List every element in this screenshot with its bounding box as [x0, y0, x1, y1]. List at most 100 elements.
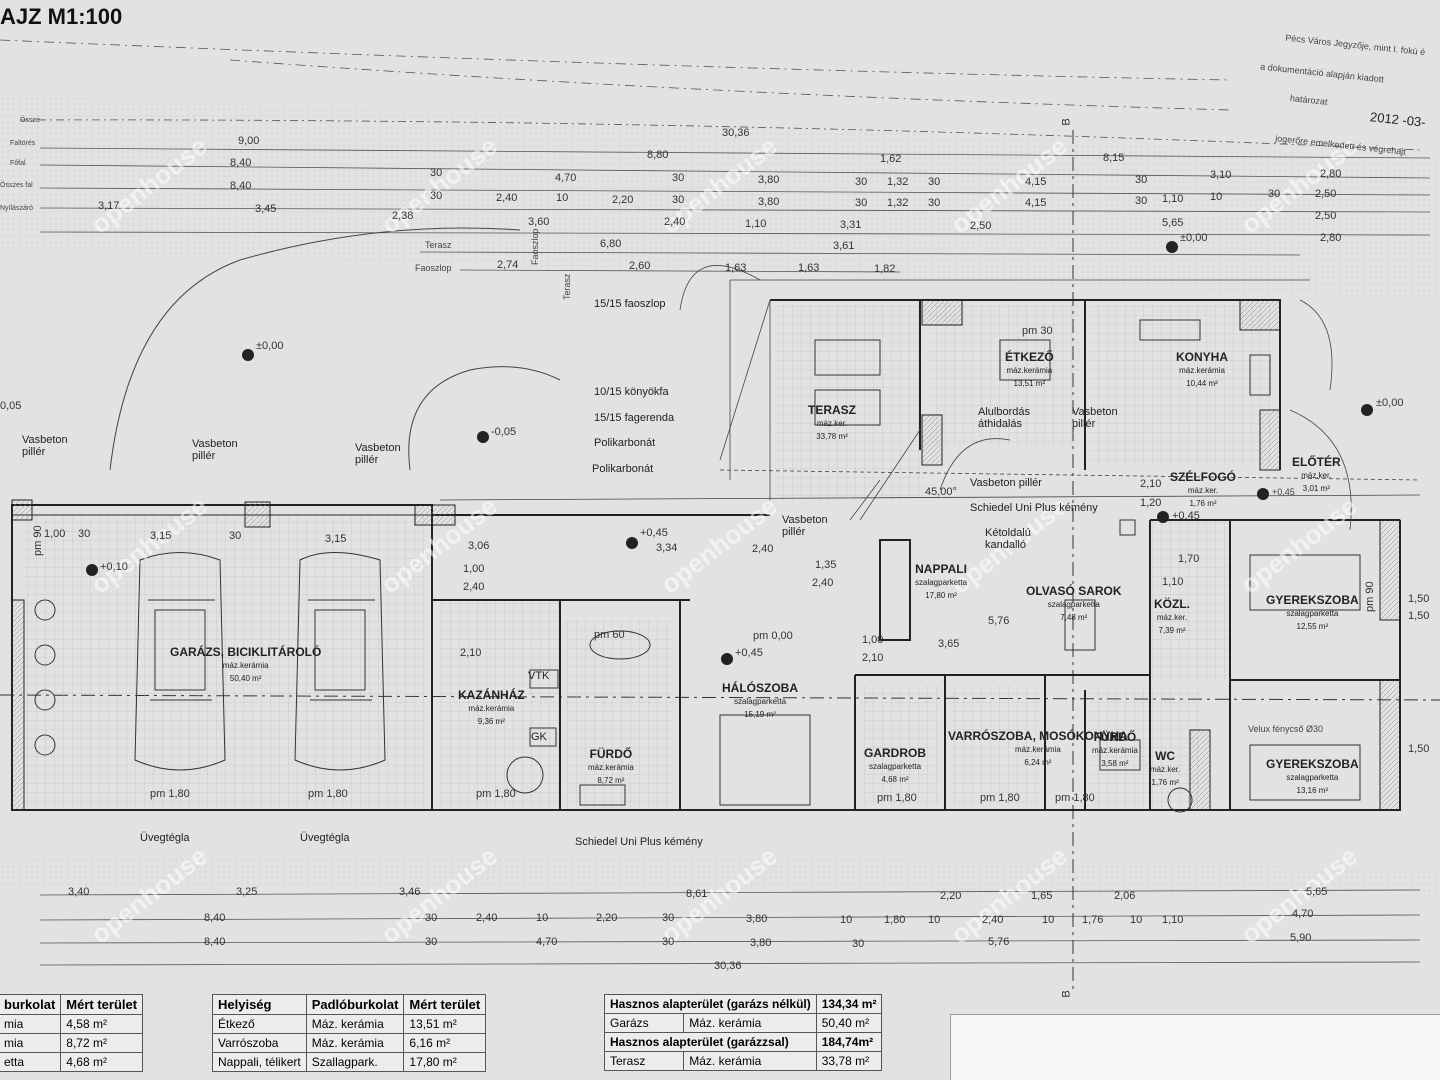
- dimension: 5,76: [988, 615, 1010, 627]
- table-row: Terasz Máz. kerámia 33,78 m²: [603, 1051, 883, 1071]
- dimension: 30: [672, 194, 685, 206]
- dimension: 2,20: [940, 890, 962, 902]
- dimension: 4,70: [555, 172, 577, 184]
- dimension: 30: [425, 912, 438, 924]
- dimension: 2,10: [460, 647, 482, 659]
- note-schiedel-chimney: Schiedel Uni Plus kémény: [970, 502, 1098, 514]
- dimension: 10: [536, 912, 549, 924]
- dimension: 3,45: [255, 203, 277, 215]
- pm-label: pm 90: [32, 525, 44, 556]
- angle-label: 45,00°: [925, 486, 957, 498]
- table-row: Hasznos alapterület (garázs nélkül) 134,…: [604, 994, 883, 1014]
- dimension: 30: [928, 176, 941, 188]
- pm-label: pm 90: [1364, 581, 1376, 612]
- dimension: 30: [430, 167, 443, 179]
- top-label-terasz: Terasz: [425, 240, 452, 250]
- dimension: 1,10: [745, 218, 767, 230]
- note-fireplace: Kétoldalú kandalló: [985, 527, 1031, 551]
- table-row: Hasznos alapterület (garázzsal) 184,74m²: [604, 1032, 883, 1052]
- dimension: 30: [928, 197, 941, 209]
- axis-mark: B: [1060, 990, 1073, 998]
- area-table-summary: Hasznos alapterület (garázs nélkül) 134,…: [603, 994, 883, 1071]
- dimension: 2,10: [862, 652, 884, 664]
- dimension: 3,80: [758, 174, 780, 186]
- table-header: Helyiség: [212, 994, 307, 1015]
- dimension: 10: [1210, 191, 1223, 203]
- note-fagerenda: 15/15 fagerenda: [594, 412, 675, 424]
- dimension: 3,10: [1210, 169, 1232, 181]
- dimension: 30,36: [714, 960, 742, 972]
- table-row: Étkező Máz. kerámia 13,51 m²: [212, 1014, 487, 1034]
- level-mark: +0,45: [1272, 487, 1295, 497]
- dimension: 30: [430, 190, 443, 202]
- note-vasbeton-piller: Vasbeton pillér: [355, 442, 401, 466]
- dimension: 8,15: [1103, 152, 1125, 164]
- note-vasbeton-piller: Vasbeton pillér: [192, 438, 238, 462]
- dimension: 6,80: [600, 238, 622, 250]
- dimension: 1,35: [815, 559, 837, 571]
- dimension: 1,50: [1408, 610, 1430, 622]
- dimension: 2,40: [812, 577, 834, 589]
- note-vasbeton-piller: Vasbeton pillér: [970, 477, 1042, 489]
- dimension: 8,40: [204, 936, 226, 948]
- dimension: 1,63: [725, 262, 747, 274]
- note-vasbeton-piller: Vasbeton pillér: [782, 514, 828, 538]
- dimension: 4,70: [1292, 908, 1314, 920]
- dimension: 3,31: [840, 219, 862, 231]
- dimension: 5,65: [1162, 217, 1184, 229]
- table-row: Varrószoba Máz. kerámia 6,16 m²: [212, 1033, 487, 1053]
- axis-mark: B: [1060, 118, 1073, 126]
- note-alulbordas-athidalas: Alulbordás áthidalás: [978, 406, 1030, 430]
- dimension: 2,60: [629, 260, 651, 272]
- dimension: 4,70: [536, 936, 558, 948]
- dimension: 10: [556, 192, 569, 204]
- dimension: 3,80: [750, 937, 772, 949]
- dimension: 8,80: [647, 149, 669, 161]
- table-header: burkolat: [0, 994, 62, 1015]
- dimension: 5,90: [1290, 932, 1312, 944]
- dimension: 30: [662, 936, 675, 948]
- dimension: 10: [928, 914, 941, 926]
- dimension: 8,61: [686, 888, 708, 900]
- dimension: 2,40: [476, 912, 498, 924]
- dimension: 2,40: [463, 581, 485, 593]
- table-header: Padlóburkolat: [305, 994, 405, 1015]
- note-velux: Velux fénycső Ø30: [1248, 724, 1324, 734]
- dimension: 2,40: [496, 192, 518, 204]
- left-label: Faltörés: [10, 140, 36, 147]
- level-mark: ±0,00: [1376, 397, 1404, 409]
- dimension: 1,80: [884, 914, 906, 926]
- left-label: Főfal: [10, 160, 26, 167]
- note-polikarbonat: Polikarbonát: [592, 463, 654, 475]
- level-mark: ±0,00: [256, 340, 284, 352]
- dimension: 4,15: [1025, 176, 1047, 188]
- level-mark: +0,45: [640, 527, 668, 539]
- dimension: 3,60: [528, 216, 550, 228]
- dimension: 2,40: [664, 216, 686, 228]
- pm-label: pm 1,80: [980, 792, 1020, 804]
- dimension: 8,40: [230, 157, 252, 169]
- dimension: 1,20: [1140, 497, 1162, 509]
- left-label: Összes fal: [0, 182, 33, 189]
- note-schiedel-chimney: Schiedel Uni Plus kémény: [575, 836, 703, 848]
- dimension: 8,40: [230, 180, 252, 192]
- left-label: Össze: [20, 117, 40, 124]
- drawing-title: AJZ M1:100: [0, 4, 123, 29]
- dimension: 2,20: [612, 194, 634, 206]
- dimension: 1,00: [44, 528, 66, 540]
- dimension: 1,00: [862, 634, 884, 646]
- pm-label: pm 1,80: [150, 788, 190, 800]
- dimension: 2,20: [596, 912, 618, 924]
- dimension: 10: [1130, 914, 1143, 926]
- dimension: 30: [855, 176, 868, 188]
- dimension: 1,63: [798, 262, 820, 274]
- dimension: 1,82: [874, 263, 896, 275]
